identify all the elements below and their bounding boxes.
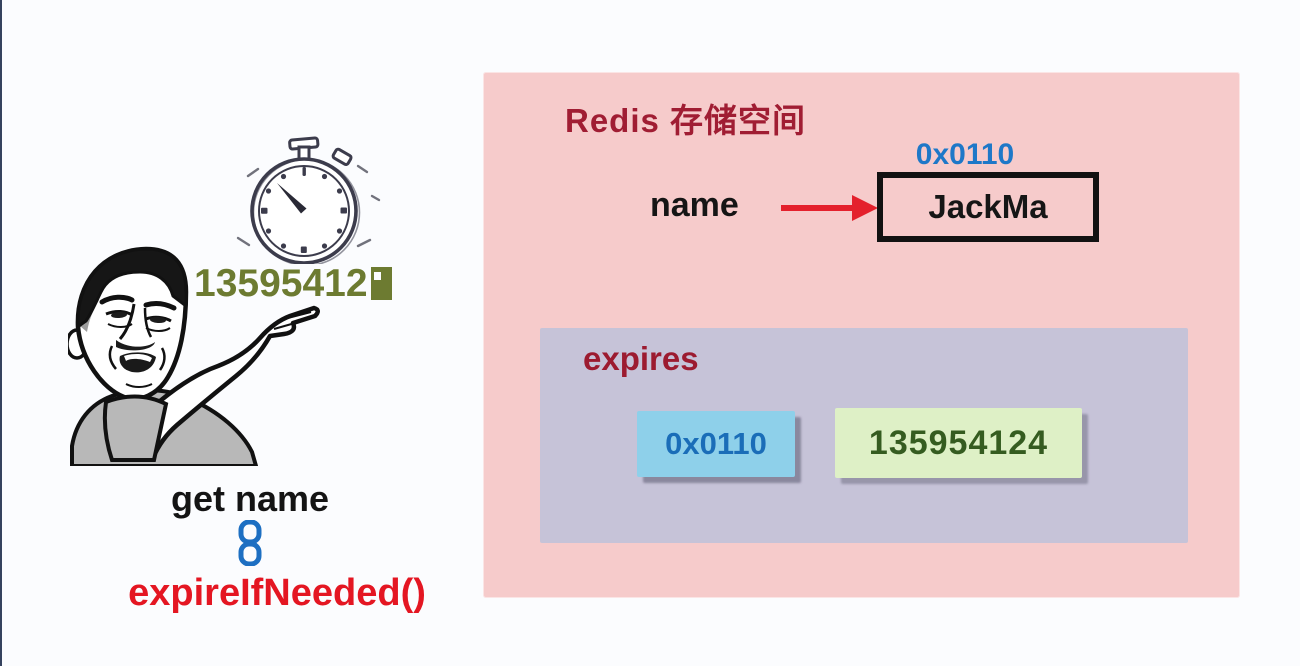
red-arrow-icon: [781, 195, 878, 221]
timer-number-digits: 13595412: [194, 262, 368, 305]
expires-key-box: 0x0110: [637, 411, 795, 477]
value-text: JackMa: [928, 188, 1048, 225]
pointing-man-illustration: [68, 246, 320, 466]
get-command-label: get name: [170, 478, 330, 519]
value-box: JackMa: [877, 172, 1099, 242]
expires-timestamp-box: 135954124: [835, 408, 1082, 478]
timer-number: 135954128: [194, 262, 392, 306]
stopwatch-icon: [236, 136, 381, 264]
expires-key-text: 0x0110: [665, 426, 767, 461]
timer-number-block-digit: 8: [370, 267, 392, 300]
name-value-address-label: 0x0110: [915, 138, 1015, 171]
expires-timestamp-text: 135954124: [868, 423, 1049, 462]
expires-title: expires: [583, 340, 699, 377]
expire-function-label: expireIfNeeded(): [128, 572, 426, 614]
key-name-label: name: [650, 186, 739, 224]
redis-storage-title: Redis 存储空间: [565, 102, 807, 139]
chain-link-icon: [238, 520, 262, 566]
